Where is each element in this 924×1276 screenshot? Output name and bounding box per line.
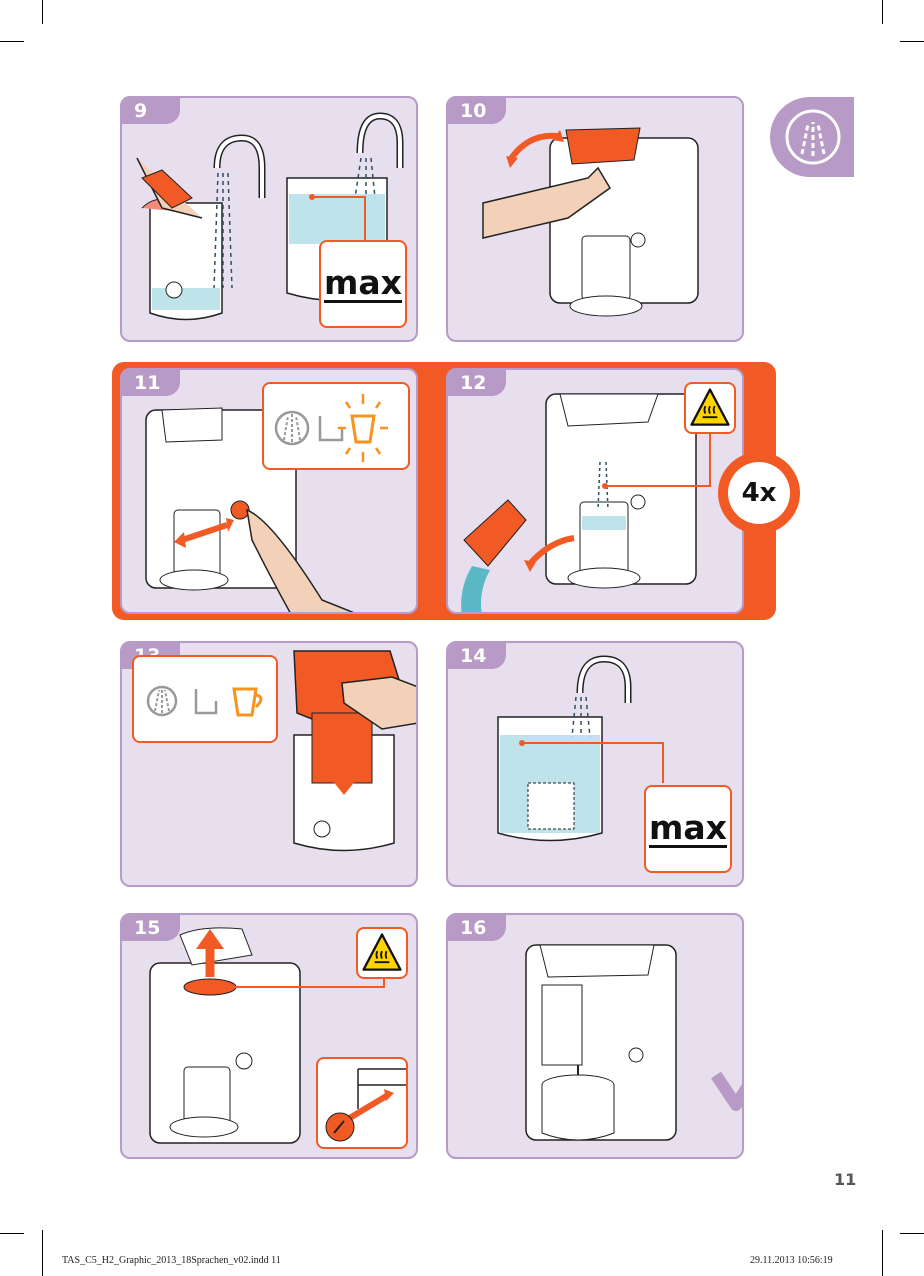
step-panel-16: 16 bbox=[446, 913, 744, 1159]
crop-mark bbox=[900, 1233, 924, 1234]
max-label: max bbox=[644, 785, 732, 873]
crop-mark bbox=[42, 1230, 43, 1276]
steam-clean-icon bbox=[780, 104, 846, 170]
control-panel-callout bbox=[262, 382, 410, 470]
step-panel-9: 9 max bbox=[120, 96, 418, 342]
step-panel-12: 12 bbox=[446, 368, 744, 614]
crop-mark bbox=[882, 1230, 883, 1276]
footer-file: TAS_C5_H2_Graphic_2013_18Sprachen_v02.in… bbox=[62, 1255, 281, 1266]
control-panel-callout bbox=[132, 655, 278, 743]
step-panel-14: 14 max bbox=[446, 641, 744, 887]
max-label: max bbox=[319, 240, 407, 328]
crop-mark bbox=[900, 41, 924, 42]
detail-callout bbox=[316, 1057, 408, 1149]
hot-surface-warning-icon bbox=[356, 927, 408, 979]
step-panel-15: 15 bbox=[120, 913, 418, 1159]
step-panel-11: 11 bbox=[120, 368, 418, 614]
hot-surface-warning-icon bbox=[684, 382, 736, 434]
crop-mark bbox=[0, 1233, 24, 1234]
step-panel-10: 10 bbox=[446, 96, 744, 342]
crop-mark bbox=[882, 0, 883, 24]
crop-mark bbox=[0, 41, 24, 42]
step-illustration bbox=[448, 98, 744, 342]
repeat-badge-inner: 4x bbox=[728, 462, 790, 524]
footer-datetime: 29.11.2013 10:56:19 bbox=[750, 1255, 833, 1266]
step-panel-13: 13 bbox=[120, 641, 418, 887]
crop-mark bbox=[42, 0, 43, 24]
checkmark-icon bbox=[706, 1015, 744, 1115]
page-number: 11 bbox=[834, 1170, 856, 1189]
step-illustration bbox=[448, 915, 744, 1159]
